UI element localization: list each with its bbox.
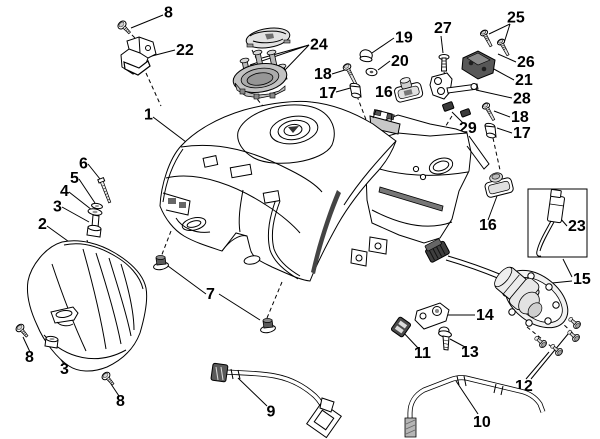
svg-text:19: 19 (395, 30, 413, 47)
svg-text:26: 26 (517, 54, 535, 71)
svg-text:17: 17 (319, 85, 337, 102)
svg-text:16: 16 (479, 217, 497, 234)
svg-text:3: 3 (53, 199, 62, 216)
svg-text:3: 3 (60, 361, 69, 378)
svg-text:11: 11 (414, 345, 431, 362)
svg-text:2: 2 (38, 216, 47, 233)
svg-text:9: 9 (267, 403, 276, 420)
svg-text:8: 8 (116, 393, 125, 410)
svg-text:18: 18 (511, 109, 529, 126)
svg-text:15: 15 (573, 271, 591, 288)
svg-text:13: 13 (461, 344, 479, 361)
svg-text:27: 27 (434, 20, 452, 37)
svg-text:4: 4 (60, 183, 69, 200)
svg-text:20: 20 (391, 53, 409, 70)
svg-text:24: 24 (310, 37, 328, 54)
svg-text:14: 14 (476, 307, 494, 324)
svg-text:6: 6 (79, 156, 88, 173)
svg-text:8: 8 (164, 5, 173, 22)
svg-text:21: 21 (515, 72, 533, 89)
svg-text:17: 17 (513, 125, 531, 142)
svg-text:28: 28 (513, 91, 531, 108)
svg-text:25: 25 (507, 10, 525, 27)
svg-text:22: 22 (176, 42, 194, 59)
svg-text:8: 8 (25, 349, 34, 366)
svg-text:5: 5 (70, 170, 79, 187)
svg-text:23: 23 (568, 218, 586, 235)
svg-text:1: 1 (144, 107, 153, 124)
svg-text:18: 18 (314, 66, 332, 83)
svg-text:10: 10 (473, 414, 491, 431)
svg-text:7: 7 (206, 286, 215, 303)
svg-text:16: 16 (375, 84, 393, 101)
